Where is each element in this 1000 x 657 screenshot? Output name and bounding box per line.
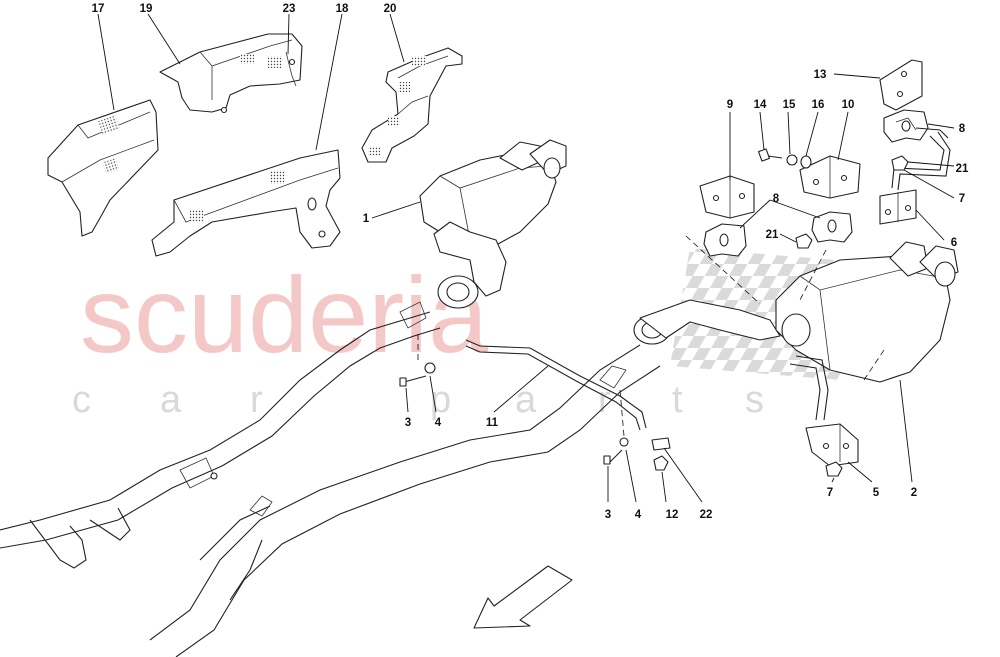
rubber-mount-8-right <box>811 211 853 243</box>
watermark-subtitle: c a r p a r t s <box>72 379 764 421</box>
nut-21-lower <box>795 233 813 249</box>
watermark-brand: scuderia <box>80 254 489 375</box>
heat-shield-17 <box>47 99 159 237</box>
callout-17: 17 <box>92 3 105 15</box>
leader-lines <box>97 13 955 503</box>
callout-19: 19 <box>140 3 153 15</box>
washer-4-left <box>424 362 436 374</box>
callout-1: 1 <box>363 213 370 225</box>
callout-7-lower: 7 <box>827 487 833 499</box>
watermark-letter: p <box>430 379 451 421</box>
front-direction-arrow <box>473 565 573 629</box>
washer-4-right <box>619 437 629 447</box>
watermark-letter: r <box>250 379 263 421</box>
callout-9: 9 <box>727 99 733 111</box>
bolt-3-left <box>399 375 427 387</box>
callout-22: 22 <box>700 509 713 521</box>
callout-20: 20 <box>384 3 397 15</box>
callout-4-left: 4 <box>435 417 442 429</box>
washer-16 <box>800 155 812 169</box>
callout-3-right: 3 <box>605 509 611 521</box>
silencer-right <box>775 241 959 421</box>
watermark-letter: c <box>72 379 91 421</box>
silencer-left <box>419 139 567 309</box>
nut-21-upper <box>891 155 909 171</box>
callout-8-right: 8 <box>959 123 966 135</box>
callout-2: 2 <box>911 487 917 499</box>
rubber-mount-8-upper <box>883 109 949 143</box>
callout-18: 18 <box>336 3 349 15</box>
watermark-letter: s <box>745 379 764 421</box>
pipe-right-main <box>149 299 781 657</box>
nut-12 <box>653 455 669 471</box>
bracket-rod-11 <box>465 339 647 431</box>
callout-15: 15 <box>783 99 796 111</box>
bracket-10 <box>799 155 861 199</box>
callout-6: 6 <box>951 237 957 249</box>
callout-23: 23 <box>283 3 296 15</box>
callout-3-left: 3 <box>405 417 411 429</box>
callout-labels: 17 19 23 18 20 13 9 14 15 16 10 8 8 21 2… <box>92 3 969 521</box>
heat-shield-18 <box>151 149 341 257</box>
rubber-mount-8-left <box>703 223 747 257</box>
bolt-3-right <box>603 449 623 465</box>
bolt-14 <box>757 148 783 162</box>
callout-21-lower: 21 <box>766 229 779 241</box>
callout-12: 12 <box>666 509 679 521</box>
callout-14: 14 <box>754 99 767 111</box>
bracket-5 <box>805 423 859 467</box>
bracket-9 <box>699 175 755 219</box>
watermark-letter: a <box>160 379 182 421</box>
heat-shield-20 <box>361 47 463 163</box>
callout-13: 13 <box>814 69 827 81</box>
bracket-6 <box>879 131 951 225</box>
callout-16: 16 <box>812 99 825 111</box>
pipe-left-main <box>0 301 441 569</box>
heat-shield-19 <box>159 33 303 114</box>
clip-22 <box>651 437 671 451</box>
callout-7-upper: 7 <box>959 193 965 205</box>
callout-10: 10 <box>842 99 855 111</box>
nut-7-lower <box>825 461 843 477</box>
watermark-letter: t <box>672 379 683 421</box>
callout-8-left: 8 <box>773 193 780 205</box>
callout-11: 11 <box>486 417 499 429</box>
callout-21-upper: 21 <box>956 163 969 175</box>
bracket-13 <box>879 59 923 111</box>
callout-4-right: 4 <box>635 509 642 521</box>
washer-15 <box>786 154 798 166</box>
callout-5: 5 <box>873 487 880 499</box>
